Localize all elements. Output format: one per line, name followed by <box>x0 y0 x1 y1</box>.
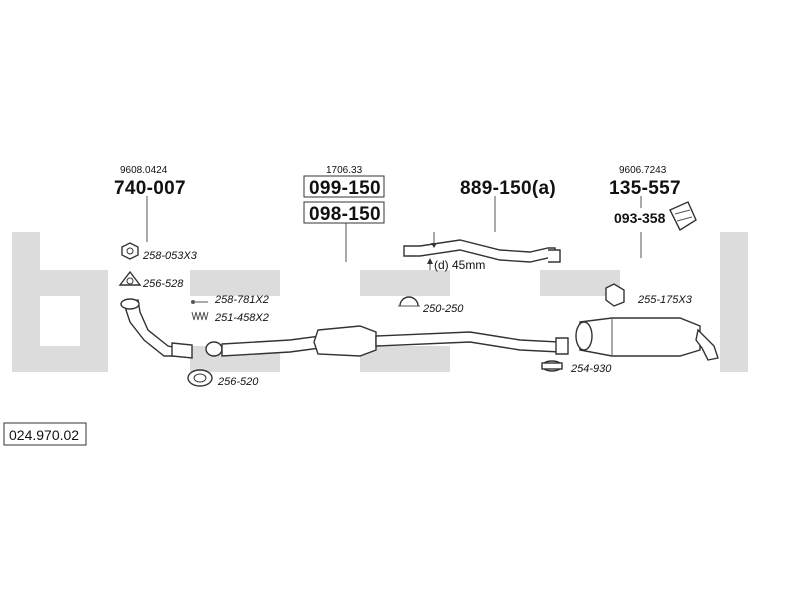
main-pipe-catalyst <box>205 325 569 357</box>
leader-lines <box>146 196 642 262</box>
diagram-id: 024.970.02 <box>9 427 79 443</box>
rubber-mount-icon <box>605 283 625 307</box>
ref-left-small: 9608.0424 <box>120 165 168 176</box>
bolt-icon <box>191 300 208 304</box>
part-label-8: 255-175X3 <box>637 294 693 306</box>
downpipe <box>120 298 193 359</box>
part-label-3: 258-781X2 <box>214 294 269 306</box>
part-label-7: 254-930 <box>570 363 612 375</box>
rear-silencer <box>575 317 719 361</box>
ring-gasket-icon <box>187 369 213 387</box>
ref-box-1 <box>303 175 385 198</box>
ref-right-small: 9606.7243 <box>619 165 667 176</box>
spring-icon <box>191 311 209 321</box>
gasket-icon <box>118 270 142 286</box>
watermark <box>12 232 748 372</box>
front-pipe <box>403 232 561 270</box>
ref-left-big: 740-007 <box>114 178 186 199</box>
hex-nut-icon <box>121 242 139 260</box>
ref-mid-big: 889-150(a) <box>460 178 556 199</box>
ref-center-box1: 099-150 <box>309 178 381 199</box>
ref-center-small: 1706.33 <box>326 165 363 176</box>
ref-box-2 <box>303 201 385 224</box>
part-label-5: 256-520 <box>217 376 259 388</box>
diameter-note: (d) 45mm <box>434 258 485 272</box>
diagram-id-box <box>3 422 87 446</box>
part-label-1: 258-053X3 <box>142 250 198 262</box>
pipe-clamp-icon <box>541 360 563 372</box>
clamp-icon <box>398 296 420 307</box>
part-label-2: 256-528 <box>142 278 184 290</box>
ref-right-mid: 093-358 <box>614 210 666 226</box>
part-label-4: 251-458X2 <box>214 312 269 324</box>
ref-right-big: 135-557 <box>609 178 681 199</box>
ref-center-box2: 098-150 <box>309 204 381 225</box>
part-label-6: 250-250 <box>422 303 464 315</box>
mounting-bracket <box>669 201 697 232</box>
